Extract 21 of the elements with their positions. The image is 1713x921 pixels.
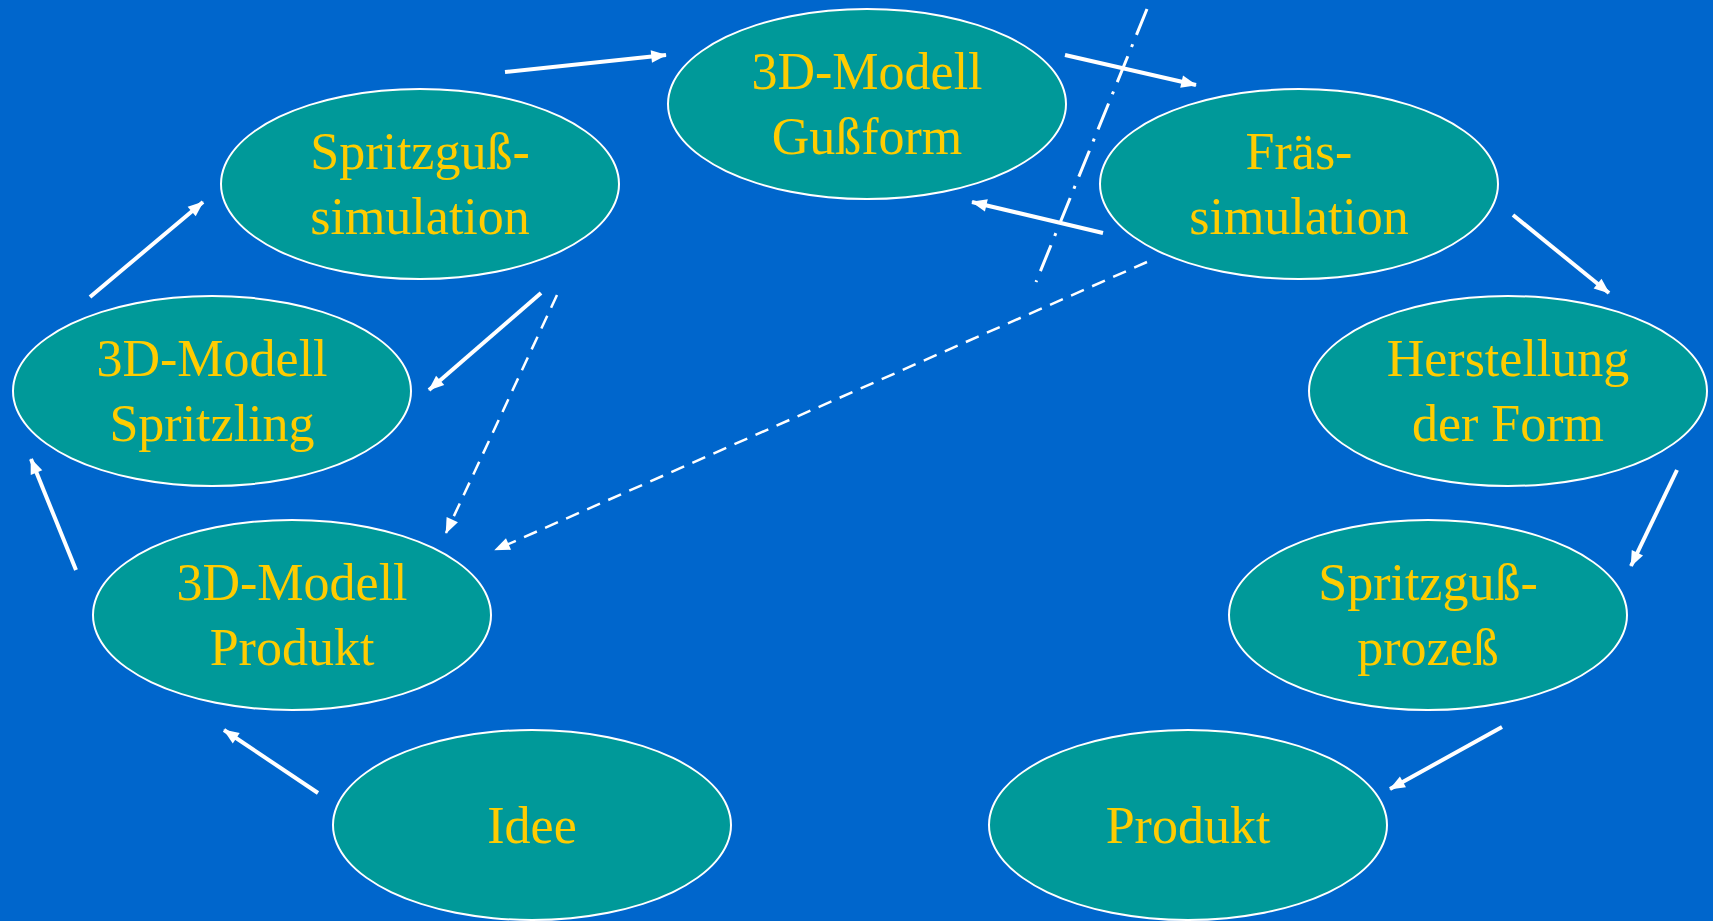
arrow (29, 458, 78, 571)
node-text: Fräs- simulation (1188, 122, 1410, 247)
node-text: Spritzguß- prozeß (1317, 553, 1539, 678)
node-text: 3D-Modell Produkt (175, 553, 409, 678)
arrow (1629, 469, 1679, 567)
arrow (444, 294, 559, 534)
node-text: Produkt (1105, 795, 1271, 856)
arrow (1064, 53, 1197, 88)
arrow (222, 728, 320, 795)
arrow (971, 199, 1104, 235)
arrow (504, 50, 667, 74)
node-text: Idee (487, 795, 577, 856)
node-text: 3D-Modell Gußform (750, 42, 984, 167)
node-text: Herstellung der Form (1385, 329, 1631, 454)
arrow (494, 260, 1148, 552)
arrow (427, 291, 543, 392)
arrow (1511, 213, 1611, 295)
node-text: 3D-Modell Spritzling (95, 329, 329, 454)
arrow (1389, 725, 1503, 791)
arrow (88, 200, 205, 299)
node-text: Spritzguß- simulation (309, 122, 531, 247)
